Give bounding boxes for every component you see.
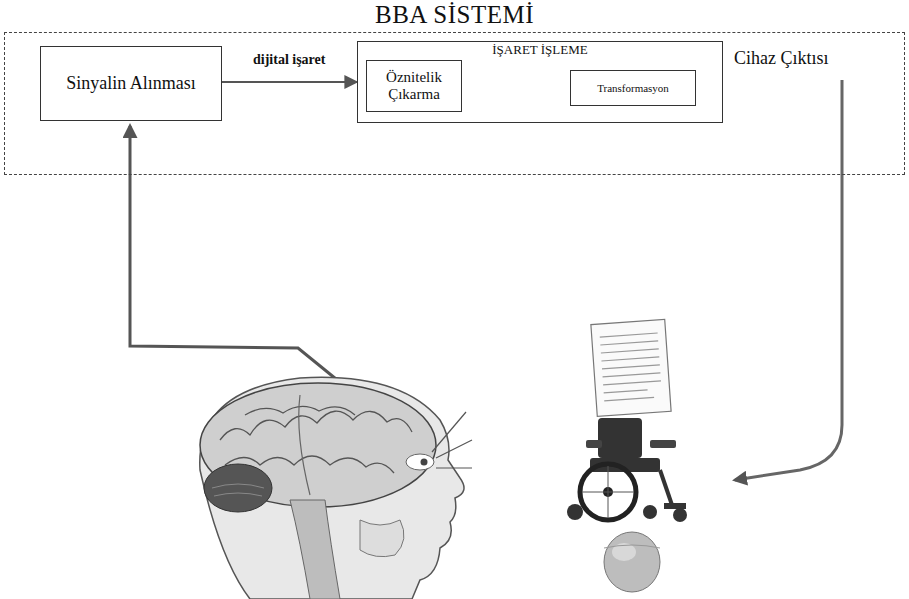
document-icon	[591, 319, 671, 416]
head-illustration	[200, 377, 472, 599]
box-text: Transformasyon	[597, 82, 669, 95]
process-box: Öznitelik Çıkarma	[366, 60, 462, 112]
edge-label: dijital işaret	[251, 52, 327, 68]
output-arrow	[735, 80, 842, 480]
group-heading: İŞARET İŞLEME	[358, 43, 722, 58]
output-label: Cihaz Çıktısı	[732, 48, 831, 69]
process-box: Sinyalin Alınması	[40, 46, 222, 121]
connector-arrow	[222, 81, 357, 83]
lemon-icon	[604, 532, 660, 592]
process-box: Transformasyon	[570, 70, 696, 106]
group-heading: BBA SİSTEMİ	[5, 1, 904, 30]
signal-arrow	[130, 126, 352, 392]
box-text: Öznitelik Çıkarma	[372, 69, 456, 104]
group-box: İŞARET İŞLEME Öznitelik Çıkarma Transforma…	[357, 41, 723, 123]
wheelchair-icon	[567, 418, 687, 522]
box-text: Sinyalin Alınması	[66, 73, 196, 94]
